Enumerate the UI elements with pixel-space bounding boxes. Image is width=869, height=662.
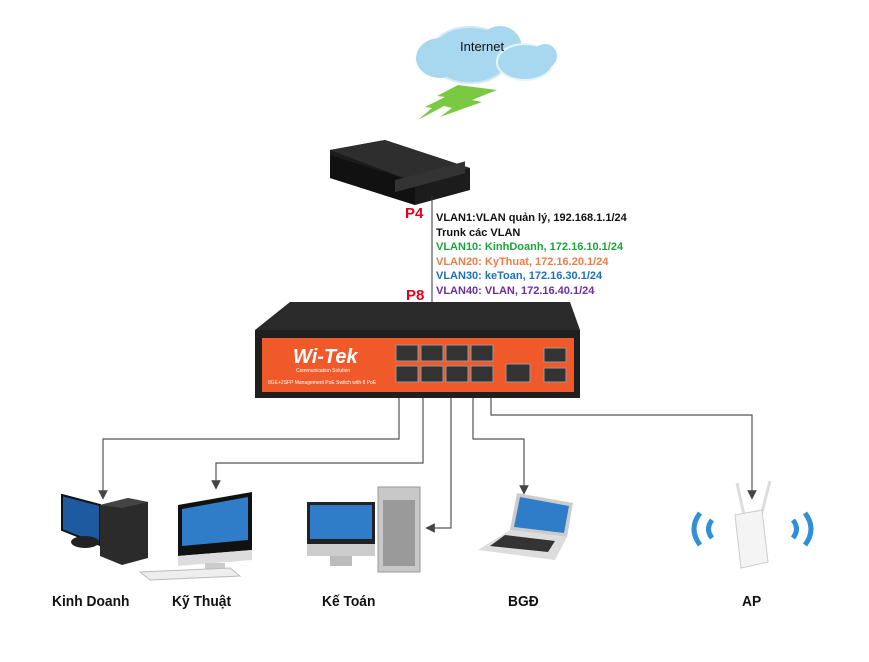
imac-icon (138, 492, 252, 581)
device-label-bgd: BGĐ (508, 593, 539, 610)
vlan-line: VLAN40: VLAN, 172.16.40.1/24 (436, 284, 595, 297)
desktop-pc-icon (61, 493, 148, 565)
mac-pro-icon (307, 486, 421, 573)
vlan-line: VLAN20: KyThuat, 172.16.20.1/24 (436, 255, 609, 268)
router-port-label: P4 (405, 205, 424, 222)
device-label-kinh-doanh: Kinh Doanh (52, 593, 130, 610)
switch-brand-logo: Wi-Tek (293, 346, 358, 368)
vlan-line: VLAN30: keToan, 172.16.30.1/24 (436, 270, 603, 282)
switch-brand-sub: Communication Solution (296, 368, 351, 374)
vlan-line: Trunk các VLAN (436, 226, 521, 239)
internet-cloud-icon (416, 26, 557, 84)
vlan-info: VLAN1:VLAN quản lý, 192.168.1.1/24 Trunk… (436, 211, 627, 298)
switch-icon (255, 302, 580, 398)
laptop-icon (478, 493, 573, 560)
wifi-signal-right-icon (790, 511, 814, 547)
vlan-line: VLAN1:VLAN quản lý, 192.168.1.1/24 (436, 212, 627, 224)
internet-label: Internet (460, 39, 505, 54)
wifi-signal-left-icon (691, 511, 715, 547)
device-label-ap: AP (742, 593, 762, 610)
switch-model-label: 8GE+2SFP Management PoE Switch with 8 Po… (268, 380, 377, 386)
switch-port-label: P8 (406, 287, 425, 304)
device-label-ky-thuat: Kỹ Thuật (172, 593, 232, 610)
access-point-icon (734, 480, 772, 569)
router-icon (330, 140, 470, 205)
lightning-icon (418, 85, 497, 120)
vlan-line: VLAN10: KinhDoanh, 172.16.10.1/24 (436, 241, 624, 253)
device-label-ke-toan: Kế Toán (322, 593, 376, 610)
